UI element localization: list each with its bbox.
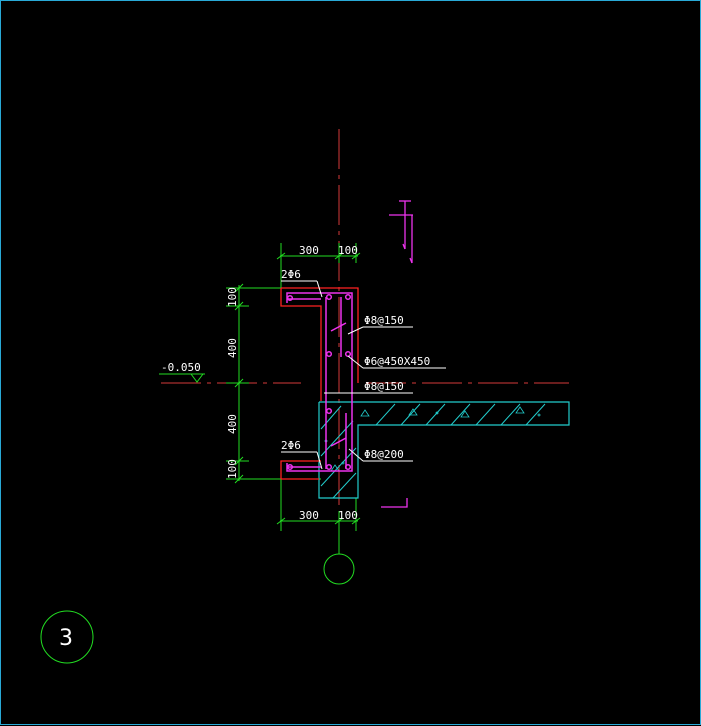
dimension-lines [40, 243, 361, 664]
dim-top-left: 300 [299, 244, 319, 257]
detail-number: 3 [59, 626, 73, 651]
label-leaders [281, 280, 446, 470]
elevation-marker [159, 373, 205, 383]
label-bottom-bar: 2Φ6 [281, 439, 301, 452]
axis-bubble-icon [323, 553, 355, 585]
label-elevation: -0.050 [161, 361, 201, 374]
slab-section [318, 401, 570, 499]
dim-bottom-left: 300 [299, 509, 319, 522]
dim-bottom-right: 100 [338, 509, 358, 522]
label-top-bar: 2Φ6 [281, 268, 301, 281]
label-tie: Φ6@450X450 [364, 355, 430, 368]
dim-top-right: 100 [338, 244, 358, 257]
dim-left-bottom: 100 [226, 459, 239, 479]
label-slab-bar: Φ8@200 [364, 448, 404, 461]
dim-left-upper: 400 [226, 338, 239, 358]
dim-left-top: 100 [226, 287, 239, 307]
label-stirrup-1: Φ8@150 [364, 314, 404, 327]
label-stirrup-2: Φ8@150 [364, 380, 404, 393]
dim-left-lower: 400 [226, 414, 239, 434]
section-cut-icon [381, 200, 413, 508]
rebar-cage [286, 292, 353, 472]
beam-outline [280, 287, 359, 480]
detail-number-circle [40, 610, 94, 664]
